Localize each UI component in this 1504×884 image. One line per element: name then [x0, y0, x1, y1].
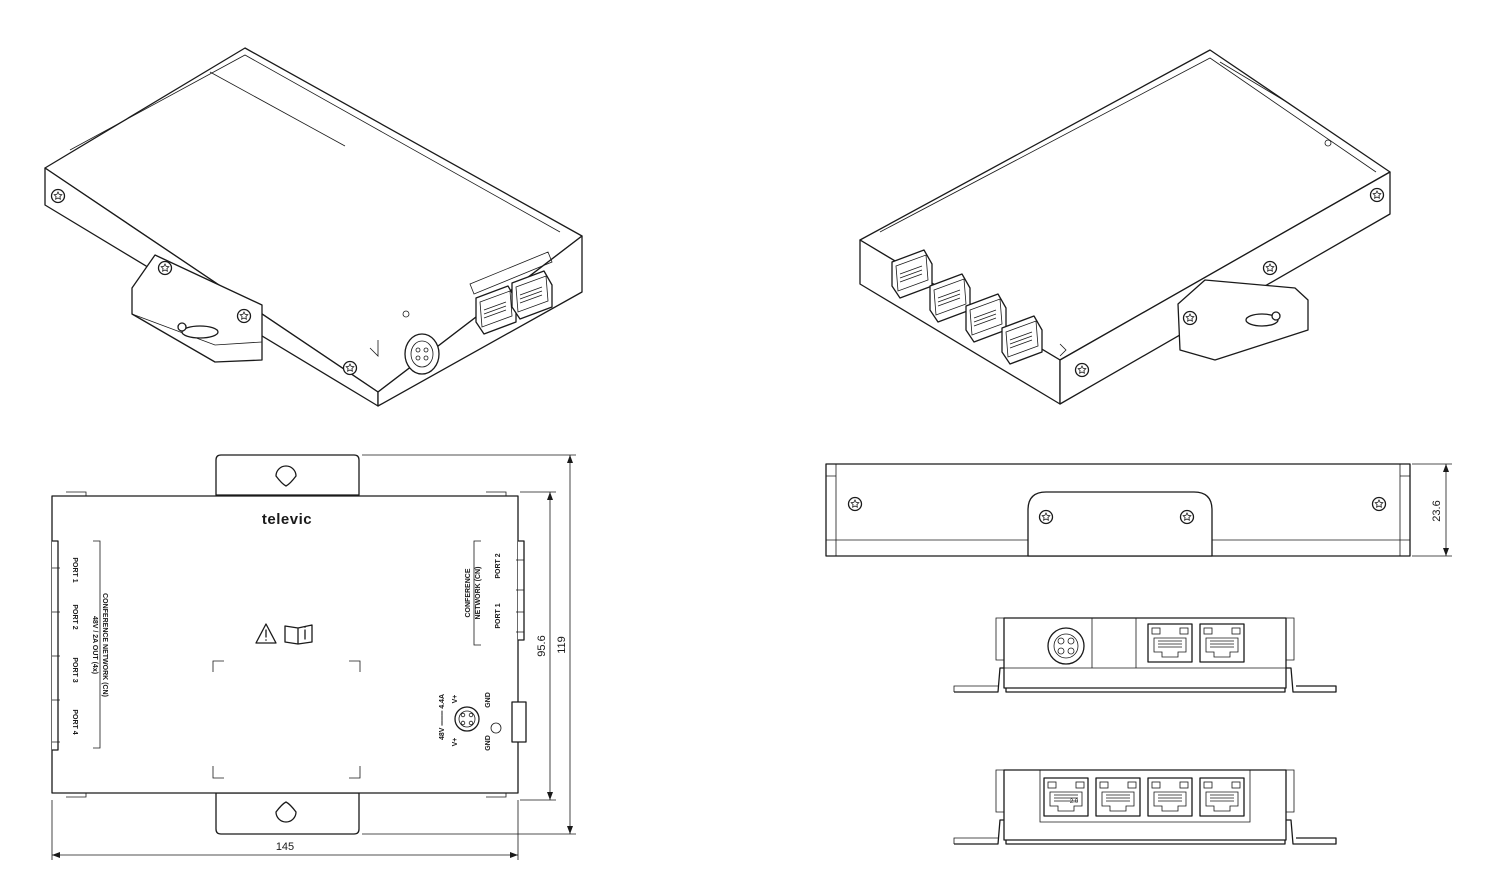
power-gnd-label-b: GND [485, 735, 492, 751]
left-port-3-label: PORT 3 [71, 657, 78, 682]
right-network-label-line1: CONFERENCE [465, 568, 472, 617]
top-view-labels: televic PORT 1 PORT 2 PORT 3 PORT 4 CONF… [71, 511, 502, 751]
manual-info-icon [284, 624, 313, 645]
power-gnd-label-a: GND [485, 692, 492, 708]
top-view [51, 454, 527, 835]
isometric-view-front-left [44, 47, 583, 407]
rj45-port-icon [1199, 623, 1245, 663]
power-connector-icon [454, 706, 502, 734]
right-network-label-line2: NETWORK (CN) [475, 567, 482, 620]
rj45-port-icon [1199, 777, 1245, 817]
isometric-view-rear-right [859, 49, 1391, 405]
power-connector-icon [1047, 627, 1085, 665]
right-port-2-label: PORT 2 [495, 553, 502, 578]
side-view: 23.6 [825, 463, 1452, 557]
warning-triangle-icon [255, 623, 277, 644]
dimension-depth-inner: 95.6 [536, 635, 548, 656]
front-view-power-side [953, 617, 1337, 693]
rj45-port-icon [1147, 777, 1193, 817]
rj45-port-icon [1147, 623, 1193, 663]
left-network-label-line1: CONFERENCE NETWORK (CN) [101, 593, 108, 697]
power-rating-label: 48V ═══ 4.4A [439, 694, 446, 740]
rj45-tag-label: 2.0 [1070, 799, 1079, 805]
power-vplus-label-b: V+ [452, 738, 459, 747]
dimension-depth-total: 119 [556, 636, 568, 654]
power-vplus-label-a: V+ [452, 695, 459, 704]
rj45-port-icon [1043, 777, 1089, 817]
dimension-width: 145 [276, 841, 294, 853]
left-network-label-line2: 48V / 2A OUT (4x) [91, 616, 98, 674]
rj45-port-icon [1095, 777, 1141, 817]
brand-logo: televic [262, 511, 312, 528]
left-port-4-label: PORT 4 [71, 709, 78, 734]
left-port-1-label: PORT 1 [71, 557, 78, 582]
left-port-2-label: PORT 2 [71, 604, 78, 629]
dimension-height: 23.6 [1431, 500, 1443, 521]
right-port-1-label: PORT 1 [495, 603, 502, 628]
rear-view-ports-side: 2.0 [953, 769, 1337, 845]
top-view-dimensions: 145 95.6 119 [51, 454, 576, 860]
